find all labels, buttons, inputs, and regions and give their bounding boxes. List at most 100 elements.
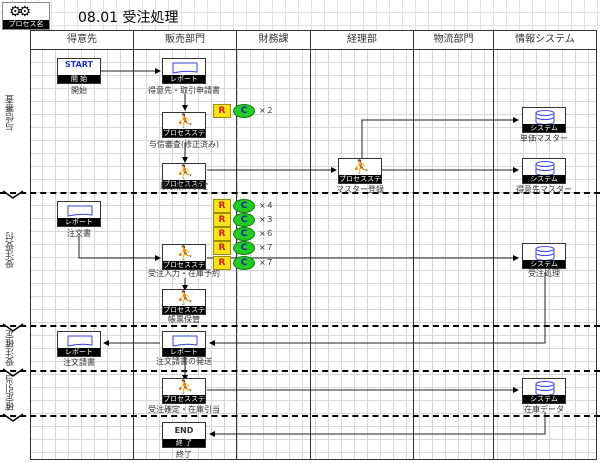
- node-caption: 得意先・取引申請書: [148, 86, 220, 95]
- node-caption: 受注入力・在庫予約: [148, 269, 220, 278]
- node-band: プロセスステップ: [163, 180, 205, 188]
- node-caption: 受注確定・在庫引当: [148, 405, 220, 414]
- process-step-node[interactable]: ⛹ プロセスステップ: [162, 163, 206, 189]
- node-caption: 受注処理: [528, 269, 560, 278]
- report-node[interactable]: レポート: [57, 201, 101, 227]
- system-node[interactable]: システム: [522, 158, 566, 184]
- node-band: レポート: [163, 75, 205, 83]
- control-count: ×４: [259, 201, 274, 210]
- node-band: システム: [523, 395, 565, 403]
- database-icon: [535, 161, 555, 176]
- node-band: プロセスステップ: [163, 129, 205, 137]
- node-caption: 帳票保管: [168, 315, 200, 324]
- person-icon: ⛹: [177, 291, 194, 306]
- gears-icon: ⚙⚙: [9, 4, 31, 20]
- node-band: システム: [523, 175, 565, 183]
- person-icon: ⛹: [177, 114, 194, 129]
- risk-badge[interactable]: R: [213, 241, 231, 255]
- node-caption: 在庫データ: [524, 405, 564, 414]
- risk-badge[interactable]: R: [213, 213, 231, 227]
- node-band: レポート: [58, 218, 100, 226]
- report-icon: [67, 335, 93, 347]
- process-step-node[interactable]: ⛹ プロセスステップ: [162, 112, 206, 138]
- risk-badge[interactable]: R: [213, 227, 231, 241]
- report-node[interactable]: レポート: [57, 331, 101, 357]
- node-band: プロセスステップ: [163, 306, 205, 314]
- lane-divider: [0, 325, 600, 327]
- node-band: 終 了: [163, 439, 205, 447]
- lane-chevron-icon: [2, 190, 24, 199]
- node-caption: マスター登録: [336, 185, 384, 194]
- report-node[interactable]: レポート: [162, 331, 206, 357]
- system-node[interactable]: システム: [522, 243, 566, 269]
- report-node[interactable]: レポート: [162, 58, 206, 84]
- connector: [361, 117, 519, 158]
- process-step-node[interactable]: ⛹ プロセスステップ: [162, 378, 206, 404]
- end-node[interactable]: END 終 了: [162, 422, 206, 448]
- node-caption: 与信審査(修正済み): [148, 140, 220, 149]
- column-divider: [413, 30, 414, 460]
- node-caption: 開始: [71, 86, 87, 95]
- process-step-node[interactable]: ⛹ プロセスステップ: [338, 158, 382, 184]
- connector: [209, 412, 546, 437]
- person-icon: ⛹: [177, 246, 194, 261]
- node-caption: 終了: [176, 450, 192, 459]
- risk-badge[interactable]: R: [213, 104, 231, 118]
- control-count: ×３: [259, 215, 274, 224]
- process-step-node[interactable]: ⛹ プロセスステップ: [162, 289, 206, 315]
- node-band: プロセスステップ: [163, 395, 205, 403]
- lane-divider: [0, 192, 600, 194]
- lane-chevron-icon: [2, 368, 24, 377]
- report-icon: [67, 205, 93, 217]
- node-caption: 取引条件決定: [160, 182, 208, 191]
- lane-divider: [0, 415, 600, 417]
- page-grid: [0, 0, 600, 30]
- process-name-badge[interactable]: ⚙⚙ プロセス名: [2, 2, 50, 30]
- person-icon: ⛹: [177, 380, 194, 395]
- control-badge[interactable]: C: [233, 256, 255, 270]
- node-caption: 得意先マスター: [516, 185, 572, 194]
- start-label: START: [64, 60, 94, 69]
- person-icon: ⛹: [177, 165, 194, 180]
- process-badge-label: プロセス名: [3, 20, 49, 29]
- control-count: ×２: [259, 106, 274, 115]
- control-badge[interactable]: C: [233, 227, 255, 241]
- database-icon: [535, 246, 555, 261]
- system-node[interactable]: システム: [522, 107, 566, 133]
- canvas-grid: [30, 50, 596, 460]
- node-caption: 単価マスター: [520, 134, 568, 143]
- node-band: システム: [523, 124, 565, 132]
- node-caption: 注文請書: [63, 358, 95, 367]
- node-band: レポート: [58, 348, 100, 356]
- database-icon: [535, 110, 555, 125]
- bottom-border: [30, 459, 597, 460]
- control-badge[interactable]: C: [233, 199, 255, 213]
- database-icon: [535, 381, 555, 396]
- system-node[interactable]: システム: [522, 378, 566, 404]
- control-badge[interactable]: C: [233, 104, 255, 118]
- end-label: END: [174, 426, 194, 435]
- control-count: ×７: [259, 258, 274, 267]
- page-title: 08.01 受注処理: [78, 10, 179, 26]
- risk-badge[interactable]: R: [213, 256, 231, 270]
- column-divider: [30, 30, 31, 460]
- node-band: システム: [523, 260, 565, 268]
- column-divider: [310, 30, 311, 460]
- person-icon: ⛹: [353, 160, 370, 175]
- report-icon: [172, 335, 198, 347]
- column-divider: [493, 30, 494, 460]
- control-count: ×６: [259, 229, 274, 238]
- node-band: プロセスステップ: [163, 261, 205, 269]
- node-caption: 注文請書の発送: [156, 357, 212, 366]
- lane-chevron-icon: [2, 323, 24, 332]
- control-badge[interactable]: C: [233, 213, 255, 227]
- process-step-node[interactable]: ⛹ プロセスステップ: [162, 244, 206, 270]
- connector: [78, 236, 161, 261]
- node-band: プロセスステップ: [339, 175, 381, 183]
- control-badge[interactable]: C: [233, 241, 255, 255]
- report-icon: [172, 62, 198, 74]
- start-node[interactable]: START 開 始: [57, 58, 101, 84]
- risk-badge[interactable]: R: [213, 199, 231, 213]
- column-divider: [596, 30, 597, 460]
